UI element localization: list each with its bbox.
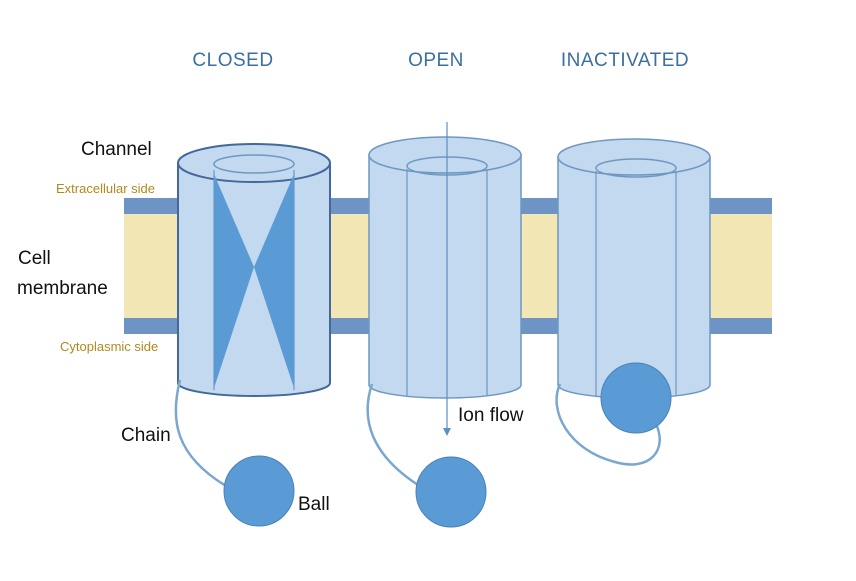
channel-inactivated-pore-top <box>595 158 677 178</box>
gate-right-lower <box>254 267 294 388</box>
ion-flow-arrowhead <box>443 428 451 436</box>
gate-right-upper <box>254 174 294 267</box>
ion-flow-arrow <box>443 122 451 436</box>
label-ball: Ball <box>298 494 330 515</box>
label-cell-line1: Cell <box>18 248 51 269</box>
label-cytoplasmic-side: Cytoplasmic side <box>60 339 158 354</box>
chain-inactivated <box>555 383 661 466</box>
label-channel: Channel <box>81 139 152 160</box>
label-extracellular-side: Extracellular side <box>56 181 155 196</box>
ball-inactivated <box>600 362 672 434</box>
channel-open-top <box>368 136 522 174</box>
ball-closed <box>223 455 295 527</box>
channel-closed-pore-top <box>213 154 295 174</box>
title-closed: CLOSED <box>192 50 273 71</box>
channel-open <box>368 136 522 399</box>
channel-inactivated <box>557 138 711 399</box>
gate-left-upper <box>214 174 254 267</box>
title-inactivated: INACTIVATED <box>561 50 689 71</box>
ball-open <box>415 456 487 528</box>
channel-closed-top <box>177 143 331 183</box>
channel-closed-body <box>177 162 331 397</box>
label-chain: Chain <box>121 425 171 446</box>
channel-inactivated-top <box>557 138 711 176</box>
channel-open-body <box>368 154 522 399</box>
channel-closed <box>177 143 331 397</box>
chain-open <box>366 383 419 487</box>
channel-inactivated-body <box>557 156 711 399</box>
label-cell-line2: membrane <box>17 278 108 299</box>
label-ion-flow: Ion flow <box>458 405 524 426</box>
gate-left-lower <box>214 267 254 388</box>
title-open: OPEN <box>408 50 464 71</box>
chain-closed <box>174 379 227 488</box>
